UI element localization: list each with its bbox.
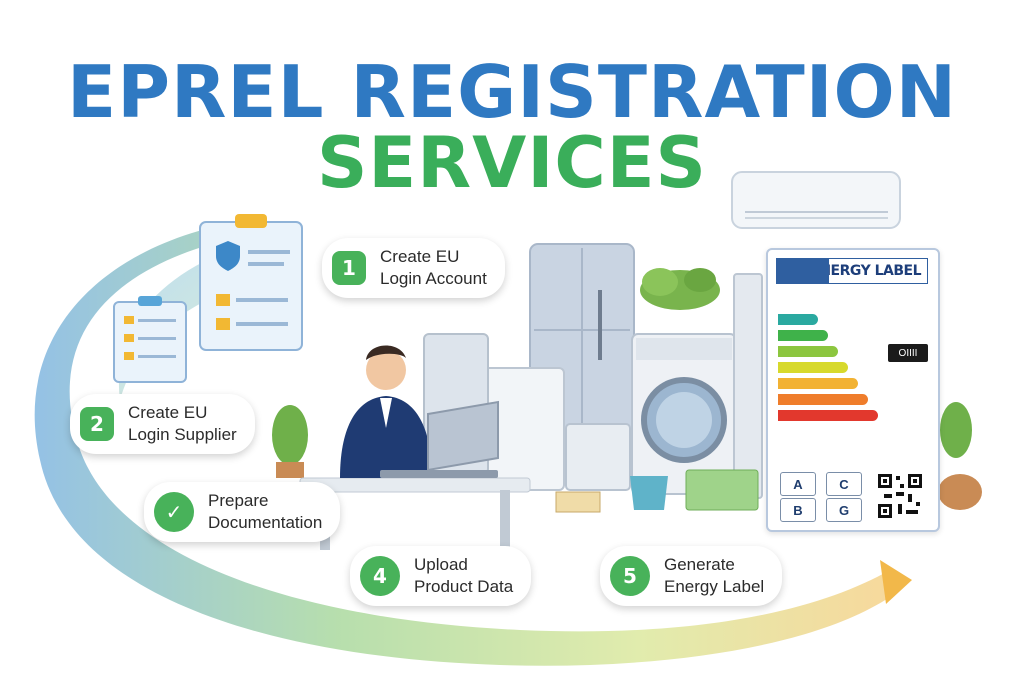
- step-label-line-1: Create EU: [128, 403, 208, 422]
- step-label: Upload Product Data: [414, 554, 513, 598]
- clipboard-small-icon: [113, 296, 187, 383]
- step-create-login-account: 1 Create EU Login Account: [322, 238, 505, 298]
- step-upload-product-data: 4 Upload Product Data: [350, 546, 532, 606]
- plant-icon: [640, 268, 720, 310]
- step-number-5: 5: [610, 556, 650, 596]
- step-label-line-2: Documentation: [208, 513, 323, 532]
- swirl-path: [34, 220, 901, 666]
- air-conditioner-icon: [731, 171, 901, 229]
- step-label-line-1: Prepare: [208, 491, 269, 510]
- energy-bar: [778, 410, 878, 421]
- step-number-1: 1: [332, 251, 366, 285]
- laptop-icon: [380, 400, 499, 478]
- energy-bar: [778, 394, 868, 405]
- energy-label-card: ENERGY LABEL A C B G: [766, 248, 940, 532]
- step-generate-energy-label: 5 Generate Energy Label: [600, 546, 783, 606]
- step-number-4: 4: [360, 556, 400, 596]
- step-number-2: 2: [80, 407, 114, 441]
- box-icon: [555, 491, 601, 513]
- step-label: Create EU Login Account: [380, 246, 487, 290]
- energy-label-header: ENERGY LABEL: [776, 258, 928, 284]
- businessman-icon: [340, 345, 432, 478]
- folders-icon: [685, 469, 759, 511]
- tall-unit-icon: [733, 273, 763, 499]
- energy-label-heading: ENERGY LABEL: [810, 263, 921, 279]
- right-plant-icon: [938, 402, 982, 510]
- step-label-line-2: Energy Label: [664, 577, 765, 596]
- swirl-arrow-head: [880, 560, 912, 604]
- checkmark-icon: ✓: [154, 492, 194, 532]
- step-label-line-2: Product Data: [414, 577, 514, 596]
- class-box-c: C: [826, 472, 862, 496]
- step-create-login-supplier: 2 Create EU Login Supplier: [70, 394, 255, 454]
- title-line-2: SERVICES: [317, 122, 707, 204]
- washing-machine-icon: [631, 333, 737, 495]
- bin-icon: [630, 476, 668, 510]
- qr-code-icon: [876, 472, 924, 520]
- clipboard-icon: [199, 214, 303, 351]
- title-line-1: EPREL REGISTRATION: [67, 50, 957, 134]
- step-label-line-1: Generate: [664, 555, 735, 574]
- header-color-block: [777, 259, 829, 283]
- energy-bar: [778, 378, 858, 389]
- energy-bar: [778, 346, 838, 357]
- step-label: Prepare Documentation: [208, 490, 322, 534]
- step-label: Create EU Login Supplier: [128, 402, 237, 446]
- step-label-line-1: Create EU: [380, 247, 460, 266]
- step-label-line-2: Login Account: [380, 269, 487, 288]
- step-label-line-1: Upload: [414, 555, 468, 574]
- energy-bar: [778, 362, 848, 373]
- energy-rating-badge: OIIII: [888, 344, 928, 362]
- step-label: Generate Energy Label: [664, 554, 764, 598]
- energy-bar: [778, 330, 828, 341]
- heater-icon: [565, 423, 631, 491]
- class-box-a: A: [780, 472, 816, 496]
- step-prepare-documentation: ✓ Prepare Documentation: [144, 482, 341, 542]
- class-box-b: B: [780, 498, 816, 522]
- class-box-g: G: [826, 498, 862, 522]
- desk-plant-icon: [272, 405, 308, 478]
- energy-bar: [778, 314, 818, 325]
- step-label-line-2: Login Supplier: [128, 425, 237, 444]
